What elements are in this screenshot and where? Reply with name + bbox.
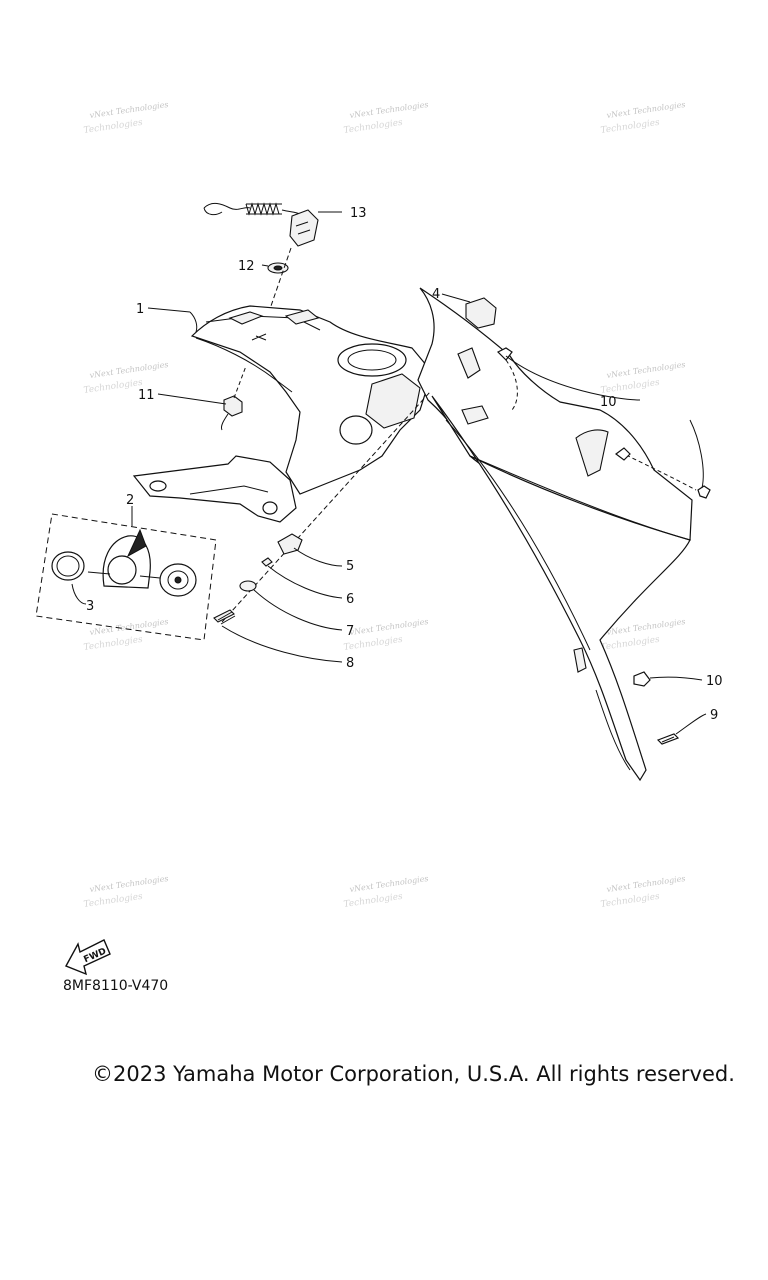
part-10-clip-lower	[633, 671, 703, 687]
copyright-notice: ©2023 Yamaha Motor Corporation, U.S.A. A…	[92, 1062, 735, 1086]
part-13-lanyard	[203, 202, 342, 247]
part-2-assembly	[35, 506, 217, 641]
side-panel	[417, 287, 693, 782]
part-1-console-cover	[190, 305, 433, 495]
callout-5: 5	[346, 559, 354, 574]
mounting-bracket	[132, 455, 297, 523]
svg-text:Technologies: Technologies	[83, 118, 144, 136]
callout-1: 1	[136, 302, 144, 317]
svg-text:Technologies: Technologies	[83, 635, 144, 653]
part-10-clip-upper	[496, 347, 711, 499]
callout-11: 11	[138, 388, 155, 403]
svg-text:Technologies: Technologies	[343, 118, 404, 136]
callout-10-lower: 10	[706, 674, 723, 689]
svg-text:Technologies: Technologies	[600, 378, 661, 396]
fwd-arrow-icon: FWD	[65, 939, 111, 976]
svg-text:Technologies: Technologies	[600, 892, 661, 910]
diagram-code: 8MF8110-V470	[63, 978, 169, 994]
svg-text:vNext Technologies: vNext Technologies	[89, 100, 169, 120]
callout-3: 3	[86, 599, 94, 614]
svg-text:vNext Technologies: vNext Technologies	[89, 617, 169, 637]
svg-text:vNext Technologies: vNext Technologies	[606, 100, 686, 120]
callout-10-upper: 10	[600, 395, 617, 410]
svg-text:Technologies: Technologies	[83, 892, 144, 910]
callout-7: 7	[346, 624, 354, 639]
svg-text:Technologies: Technologies	[343, 892, 404, 910]
svg-text:vNext Technologies: vNext Technologies	[349, 874, 429, 894]
svg-text:vNext Technologies: vNext Technologies	[349, 100, 429, 120]
svg-text:vNext Technologies: vNext Technologies	[606, 874, 686, 894]
callout-13: 13	[350, 206, 367, 221]
svg-text:Technologies: Technologies	[600, 118, 661, 136]
part-4-grommet	[441, 293, 497, 329]
part-9-screw	[656, 713, 707, 745]
callout-6: 6	[346, 592, 354, 607]
svg-text:vNext Technologies: vNext Technologies	[89, 360, 169, 380]
svg-text:Technologies: Technologies	[600, 635, 661, 653]
svg-text:Technologies: Technologies	[83, 378, 144, 396]
callout-9: 9	[710, 708, 718, 723]
callout-2: 2	[126, 493, 134, 508]
svg-text:vNext Technologies: vNext Technologies	[89, 874, 169, 894]
callout-12: 12	[238, 259, 255, 274]
callout-8: 8	[346, 656, 354, 671]
callout-4: 4	[432, 287, 440, 302]
callouts: 13 12 1 4 10 11 2 3 5 6 7 8 10 9	[86, 206, 723, 723]
part-11-switch	[157, 365, 247, 431]
svg-text:vNext Technologies: vNext Technologies	[606, 360, 686, 380]
svg-text:vNext Technologies: vNext Technologies	[349, 617, 429, 637]
hardware-stack	[213, 391, 431, 663]
lanyard-coil	[245, 202, 282, 216]
